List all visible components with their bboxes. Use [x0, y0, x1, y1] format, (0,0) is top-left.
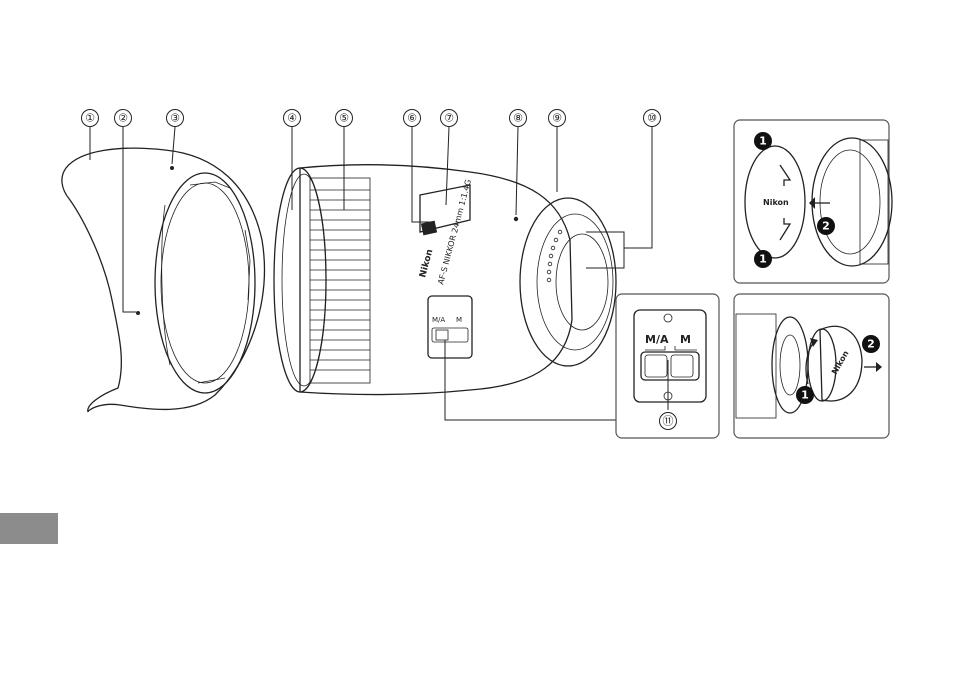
- cpu-contacts: [547, 230, 562, 282]
- svg-text:②: ②: [118, 112, 128, 125]
- svg-text:⑪: ⑪: [663, 415, 674, 428]
- callout-7: ⑦: [441, 110, 458, 127]
- svg-text:④: ④: [287, 112, 297, 125]
- callout-6: ⑥: [404, 110, 421, 127]
- callout-9: ⑨: [549, 110, 566, 127]
- svg-text:⑨: ⑨: [552, 112, 562, 125]
- callout-2: ②: [115, 110, 132, 127]
- rear-cap-panel: Nikon 1 2: [734, 294, 889, 438]
- callout-11: ⑪: [660, 413, 677, 430]
- svg-text:⑤: ⑤: [339, 112, 349, 125]
- lens-mount: [520, 198, 616, 366]
- svg-text:1: 1: [759, 253, 767, 266]
- detail-m-label: M: [680, 333, 691, 346]
- hood-alignment-mark: [136, 311, 140, 315]
- front-cap-brand: Nikon: [763, 198, 789, 207]
- svg-text:⑥: ⑥: [407, 112, 417, 125]
- svg-text:2: 2: [822, 220, 830, 233]
- callout-leaders: [90, 127, 652, 312]
- callout-8: ⑧: [510, 110, 527, 127]
- lens-brand-print: Nikon: [418, 248, 435, 279]
- callout-3: ③: [167, 110, 184, 127]
- svg-text:⑦: ⑦: [444, 112, 454, 125]
- barrel-m-label: M: [456, 316, 462, 324]
- barrel-ma-label: M/A: [432, 316, 445, 324]
- lens-model-print: AF-S NIKKOR 24mm 1:1.4G: [436, 178, 473, 285]
- svg-text:⑩: ⑩: [647, 112, 657, 125]
- focus-mode-switch[interactable]: M/A M: [428, 296, 472, 358]
- svg-text:①: ①: [85, 112, 95, 125]
- lens-mounting-index: [514, 217, 518, 221]
- callout-1: ①: [82, 110, 99, 127]
- svg-text:1: 1: [801, 389, 809, 402]
- callout-4: ④: [284, 110, 301, 127]
- svg-text:2: 2: [867, 338, 875, 351]
- lens-hood: [62, 148, 265, 412]
- focus-ring: [310, 178, 370, 383]
- callout-5: ⑤: [336, 110, 353, 127]
- front-cap-panel: Nikon 1 1 2: [734, 120, 892, 283]
- svg-text:1: 1: [759, 135, 767, 148]
- svg-text:③: ③: [170, 112, 180, 125]
- detail-ma-label: M/A: [645, 333, 669, 346]
- svg-text:⑧: ⑧: [513, 112, 523, 125]
- hood-mounting-index: [170, 166, 174, 170]
- callout-10: ⑩: [644, 110, 661, 127]
- callout-numbers: ① ② ③ ④ ⑤ ⑥ ⑦ ⑧: [82, 110, 677, 430]
